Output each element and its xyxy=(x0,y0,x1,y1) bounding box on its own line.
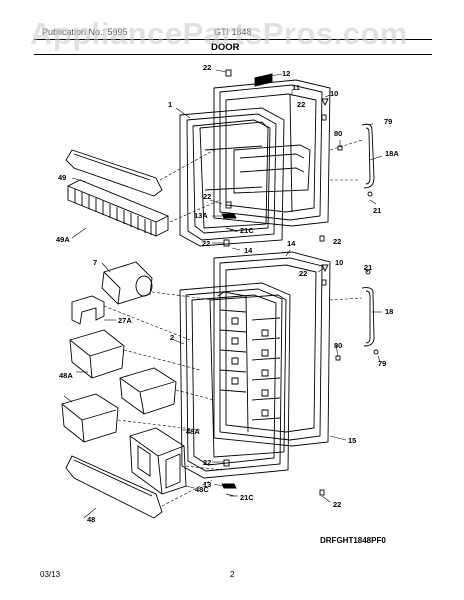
guide-lines xyxy=(103,139,363,507)
callout-22: 22 xyxy=(203,458,212,467)
callout-14: 14 xyxy=(244,246,253,255)
hardware-parts xyxy=(221,69,379,497)
header-rule-top xyxy=(34,39,432,40)
callout-80: 80 xyxy=(334,129,343,138)
callout-15: 15 xyxy=(348,436,357,445)
footer-date: 03/13 xyxy=(40,570,61,579)
callout-49: 49 xyxy=(58,173,67,182)
callout-18a: 18A xyxy=(385,149,399,158)
callout-18: 18 xyxy=(385,307,394,316)
page-title: DOOR xyxy=(211,42,240,53)
callout-2: 2 xyxy=(170,333,175,342)
callout-22: 22 xyxy=(333,237,342,246)
door-shelf-rail xyxy=(65,455,163,519)
callout-21: 21 xyxy=(373,206,382,215)
fresh-food-handle xyxy=(361,287,375,347)
wire-basket xyxy=(67,179,170,237)
callout-7: 7 xyxy=(93,258,98,267)
door-bin-upper xyxy=(69,329,125,379)
model-label: GTI 1848 xyxy=(214,27,252,37)
callout-48c: 48C xyxy=(195,485,209,494)
freezer-door-liner xyxy=(199,121,269,229)
callout-79: 79 xyxy=(378,359,387,368)
callout-49a: 49A xyxy=(56,235,70,244)
callout-10: 10 xyxy=(335,258,344,267)
bin-clip xyxy=(71,295,105,325)
door-bin-lower xyxy=(61,393,119,443)
callout-11: 11 xyxy=(292,83,300,92)
callout-10: 10 xyxy=(330,89,339,98)
callout-27a: 27A xyxy=(118,316,132,325)
callout-14: 14 xyxy=(287,239,296,248)
callout-22: 22 xyxy=(333,500,342,509)
callout-21c: 21C xyxy=(240,493,254,502)
label-plate xyxy=(254,73,273,87)
callout-22: 22 xyxy=(299,269,308,278)
callout-1: 1 xyxy=(168,100,173,109)
callout-48: 48 xyxy=(87,515,96,524)
callout-13a: 13A xyxy=(194,211,208,220)
door-bin-middle xyxy=(119,367,177,415)
callout-13: 13 xyxy=(203,480,212,489)
callout-80: 80 xyxy=(334,341,343,350)
freezer-shelf-rail xyxy=(65,149,163,197)
callout-48a: 48A xyxy=(59,371,73,380)
header-rule-bottom xyxy=(34,54,432,55)
diagram-reference-code: DRFGHT1848PF0 xyxy=(320,536,386,545)
watermark-logo: AppliancePartsPros.com xyxy=(30,16,408,51)
footer-page-number: 2 xyxy=(230,570,235,579)
callout-22: 22 xyxy=(203,63,212,72)
callout-79: 79 xyxy=(384,117,393,126)
fresh-food-liner xyxy=(209,291,287,458)
callout-21c: 21C xyxy=(240,226,254,235)
dairy-container xyxy=(101,261,153,305)
freezer-door-gasket xyxy=(179,107,285,247)
fresh-food-gasket xyxy=(179,282,291,479)
fresh-food-door xyxy=(213,251,331,447)
door-bin-tall xyxy=(129,427,187,495)
callout-22: 22 xyxy=(203,192,212,201)
freezer-handle xyxy=(361,123,375,189)
callout-21: 21 xyxy=(364,263,373,272)
callout-22: 22 xyxy=(202,239,211,248)
callout-12: 12 xyxy=(282,69,291,78)
publication-label: Publication No.: 5995 xyxy=(42,27,128,37)
leader-lines xyxy=(63,69,383,519)
callout-22: 22 xyxy=(297,100,306,109)
callout-48a: 48A xyxy=(186,427,200,436)
